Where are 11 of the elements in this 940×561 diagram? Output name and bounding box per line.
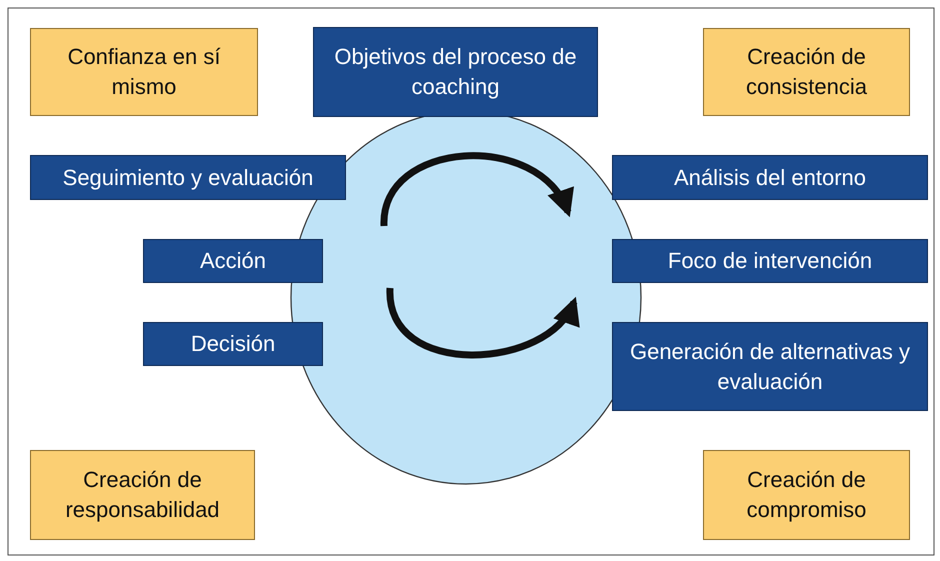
process-box: Objetivos del proceso de coaching xyxy=(313,27,598,117)
outcome-box: Creación de responsabilidad xyxy=(30,450,255,540)
process-box: Decisión xyxy=(143,322,323,366)
process-box: Foco de intervención xyxy=(612,239,928,283)
outcome-box: Creación de consistencia xyxy=(703,28,910,116)
outcome-box: Confianza en sí mismo xyxy=(30,28,258,116)
process-box: Acción xyxy=(143,239,323,283)
process-box: Seguimiento y evaluación xyxy=(30,155,346,200)
process-box: Análisis del entorno xyxy=(612,155,928,200)
process-box: Generación de alternativas y evaluación xyxy=(612,322,928,411)
outcome-box: Creación de compromiso xyxy=(703,450,910,540)
